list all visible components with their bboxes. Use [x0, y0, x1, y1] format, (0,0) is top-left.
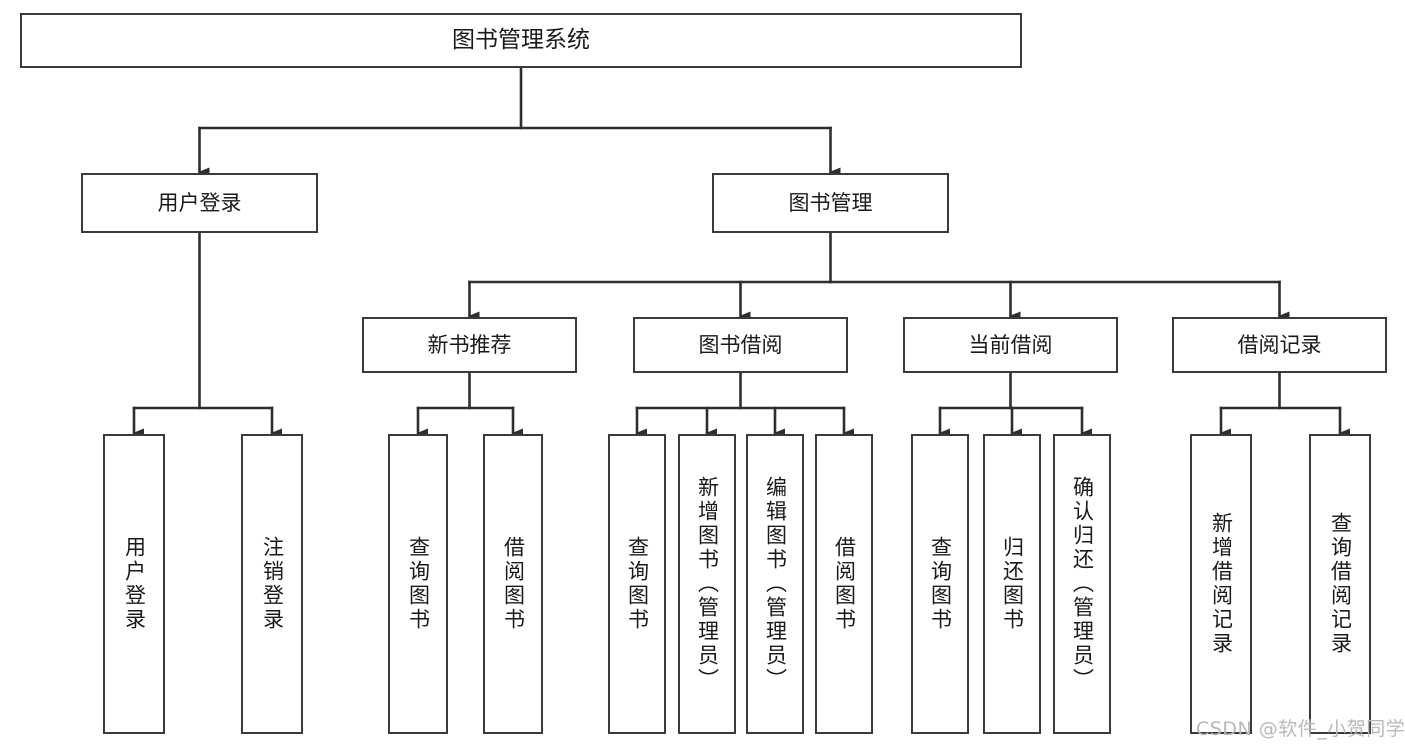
node-leaf-borrow-book-1-label: 借阅图书: [501, 536, 526, 632]
node-leaf-add-record-label: 新增借阅记录: [1209, 512, 1234, 656]
csdn-watermark: CSDN @软件_小贺同学: [1196, 718, 1405, 740]
node-leaf-add-book-label: 新增图书（管理员）: [695, 476, 720, 692]
node-book-manage[interactable]: 图书管理: [712, 173, 949, 233]
node-leaf-query-book-3[interactable]: 查询图书: [911, 434, 969, 734]
node-leaf-confirm-return-label: 确认归还（管理员）: [1070, 476, 1095, 692]
node-new-book-rec[interactable]: 新书推荐: [362, 317, 577, 373]
node-user-login-label: 用户登录: [157, 190, 242, 215]
node-leaf-return-book-label: 归还图书: [1000, 536, 1025, 632]
node-book-borrow-label: 图书借阅: [698, 332, 783, 357]
node-leaf-user-login[interactable]: 用户登录: [103, 434, 165, 734]
node-current-borrow-label: 当前借阅: [968, 332, 1053, 357]
node-leaf-add-record[interactable]: 新增借阅记录: [1190, 434, 1252, 734]
node-leaf-query-book-3-label: 查询图书: [928, 536, 953, 632]
node-leaf-query-book-1-label: 查询图书: [406, 536, 431, 632]
node-leaf-borrow-book-1[interactable]: 借阅图书: [483, 434, 543, 734]
node-leaf-edit-book-label: 编辑图书（管理员）: [763, 476, 788, 692]
node-leaf-borrow-book-2[interactable]: 借阅图书: [815, 434, 873, 734]
node-leaf-logout-label: 注销登录: [260, 536, 285, 632]
node-root-label: 图书管理系统: [452, 26, 590, 53]
node-leaf-query-record-label: 查询借阅记录: [1328, 512, 1353, 656]
node-root[interactable]: 图书管理系统: [20, 13, 1022, 68]
node-leaf-query-book-1[interactable]: 查询图书: [388, 434, 448, 734]
node-borrow-record[interactable]: 借阅记录: [1172, 317, 1387, 373]
node-leaf-query-record[interactable]: 查询借阅记录: [1309, 434, 1371, 734]
node-leaf-query-book-2-label: 查询图书: [625, 536, 650, 632]
node-book-borrow[interactable]: 图书借阅: [633, 317, 848, 373]
node-current-borrow[interactable]: 当前借阅: [903, 317, 1118, 373]
node-leaf-logout[interactable]: 注销登录: [241, 434, 303, 734]
node-leaf-query-book-2[interactable]: 查询图书: [608, 434, 666, 734]
node-new-book-rec-label: 新书推荐: [427, 332, 512, 357]
node-leaf-add-book[interactable]: 新增图书（管理员）: [678, 434, 736, 734]
node-leaf-confirm-return[interactable]: 确认归还（管理员）: [1053, 434, 1111, 734]
node-leaf-user-login-label: 用户登录: [122, 536, 147, 632]
node-leaf-edit-book[interactable]: 编辑图书（管理员）: [746, 434, 804, 734]
node-user-login[interactable]: 用户登录: [81, 173, 318, 233]
node-leaf-return-book[interactable]: 归还图书: [983, 434, 1041, 734]
tree-edges: [132, 66, 1350, 438]
node-borrow-record-label: 借阅记录: [1237, 332, 1322, 357]
node-book-manage-label: 图书管理: [788, 190, 873, 215]
node-leaf-borrow-book-2-label: 借阅图书: [832, 536, 857, 632]
